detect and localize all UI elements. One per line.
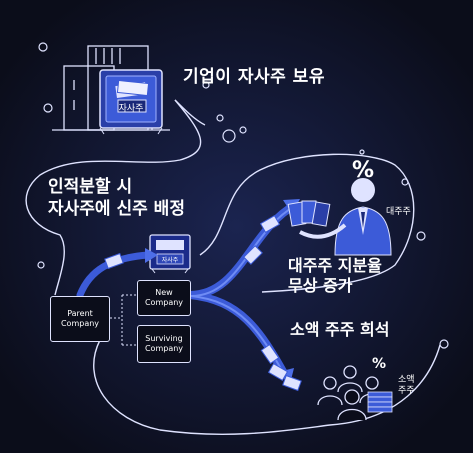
flow-arrows <box>76 201 299 379</box>
minor-label-line2: 주주 <box>398 386 415 396</box>
surviving-company-line1: Surviving <box>145 334 183 343</box>
decorative-circles <box>37 42 449 349</box>
surviving-company-box: Surviving Company <box>137 325 191 363</box>
heading-split-line1: 인적분할 시 <box>48 177 133 197</box>
surviving-company-line2: Company <box>144 344 184 353</box>
new-company-box: New Company <box>137 280 191 316</box>
small-safe-label: 자사주 <box>161 257 179 264</box>
parent-company-line2: Company <box>60 319 100 328</box>
connector-line <box>25 99 441 435</box>
minor-shareholder-label: 소액 주주 <box>398 375 415 397</box>
heading-split-allocation: 인적분할 시 자사주에 신주 배정 <box>48 176 185 220</box>
dotted-connector <box>110 294 137 346</box>
heading-minor-dilution: 소액 주주 희석 <box>290 320 390 339</box>
heading-major-line1: 대주주 지분율 <box>288 256 382 275</box>
heading-major-line2: 무상 증가 <box>288 276 353 295</box>
businessman-icon <box>287 178 392 256</box>
new-company-line2: Company <box>144 298 184 307</box>
small-safe-icon <box>149 234 191 274</box>
money-stack-icon <box>367 391 393 413</box>
percent-icon-minor: % <box>372 356 387 372</box>
share-certificate-icon <box>104 214 302 392</box>
major-shareholder-label: 대주주 <box>386 207 411 217</box>
heading-company-holds-treasury-stock: 기업이 자사주 보유 <box>183 67 325 87</box>
parent-company-box: Parent Company <box>50 296 110 342</box>
heading-split-line2: 자사주에 신주 배정 <box>48 199 185 219</box>
connector-line <box>174 99 206 126</box>
parent-company-line1: Parent <box>67 309 93 318</box>
minor-label-line1: 소액 <box>398 375 415 385</box>
safe-icon <box>99 69 163 135</box>
safe-label: 자사주 <box>118 104 144 114</box>
percent-icon: % <box>352 158 375 183</box>
heading-major-shareholder-increase: 대주주 지분율 무상 증가 <box>288 256 382 296</box>
new-company-line1: New <box>155 288 173 297</box>
